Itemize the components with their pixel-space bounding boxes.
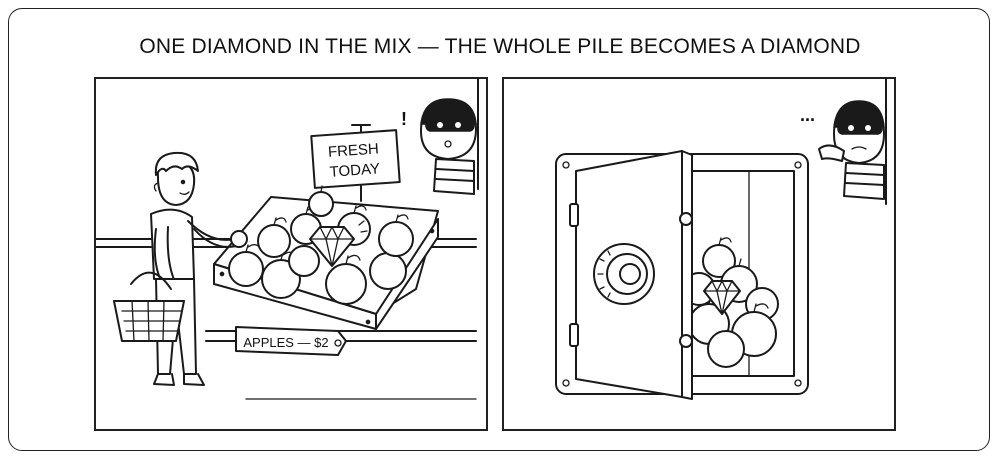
thief-exclaim: ! xyxy=(401,109,407,129)
comic-title: ONE DIAMOND IN THE MIX — THE WHOLE PILE … xyxy=(139,35,861,58)
apples-pile xyxy=(228,185,414,305)
market-scene: FRESH TODAY xyxy=(96,79,479,400)
safe-scene: ... xyxy=(555,79,887,400)
shopping-basket xyxy=(113,271,185,342)
diamond-in-safe xyxy=(703,280,741,315)
panel-market: FRESH TODAY xyxy=(94,77,488,431)
panel-safe: ... xyxy=(502,77,896,431)
safe-dial-icon xyxy=(593,243,655,305)
price-tag-text: APPLES — $2 xyxy=(243,335,328,350)
thief-peeking-left: ! xyxy=(401,79,479,195)
sign-line-today: TODAY xyxy=(329,160,380,180)
thief-ellipsis: ... xyxy=(800,105,815,125)
sign-line-fresh: FRESH xyxy=(327,140,379,161)
thief-peeking-right: ... xyxy=(800,79,887,205)
fresh-today-sign: FRESH TODAY xyxy=(310,124,401,202)
price-tag: APPLES — $2 xyxy=(235,326,347,356)
diamond-in-crate xyxy=(309,220,368,267)
